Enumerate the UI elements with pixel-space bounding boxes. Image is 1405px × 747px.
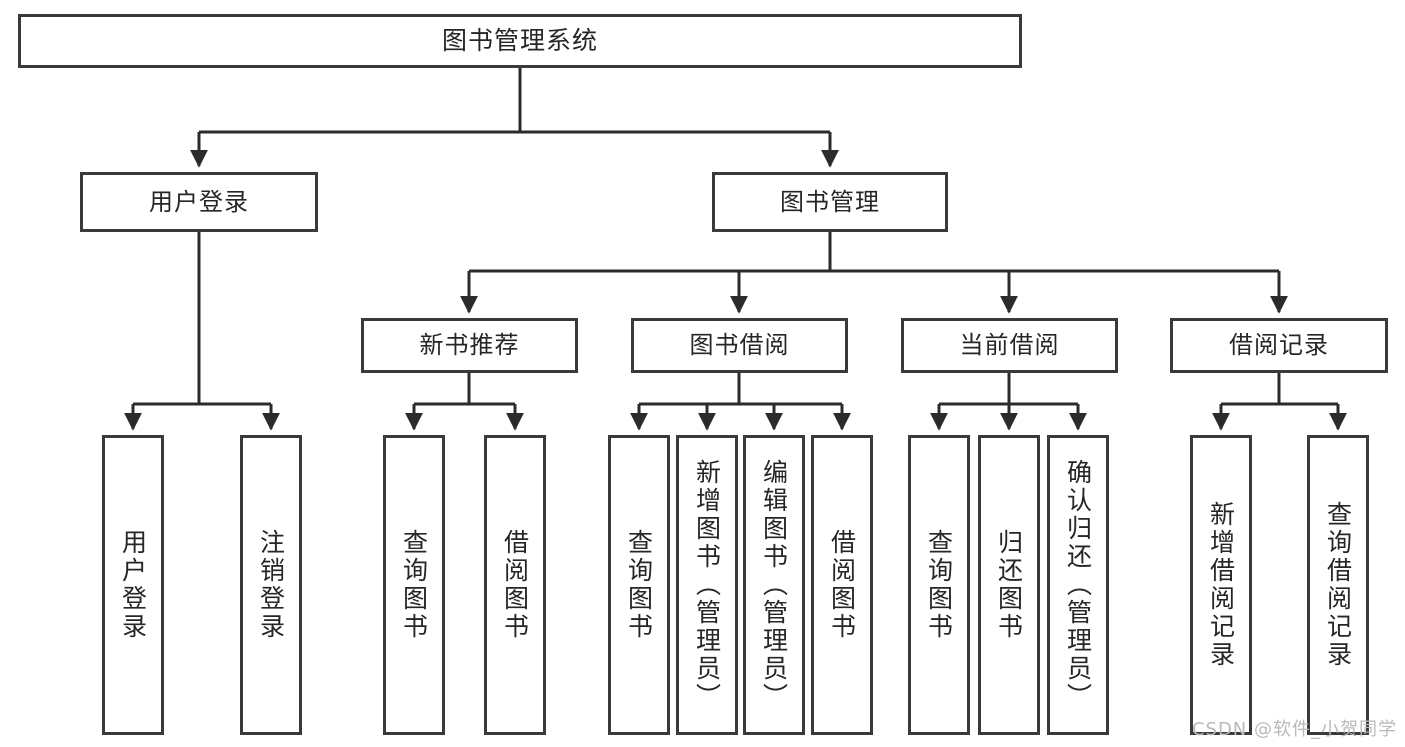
leaf-query-book-3-label: 查询图书: [924, 529, 954, 641]
leaf-edit-book[interactable]: 编辑图书（管理员）: [743, 435, 805, 735]
leaf-add-record[interactable]: 新增借阅记录: [1190, 435, 1252, 735]
node-user-login-label: 用户登录: [149, 187, 249, 216]
node-new-book-recommend[interactable]: 新书推荐: [361, 318, 578, 373]
node-borrow-record-label: 借阅记录: [1229, 331, 1329, 360]
node-borrow-record[interactable]: 借阅记录: [1170, 318, 1388, 373]
leaf-borrow-book-2[interactable]: 借阅图书: [811, 435, 873, 735]
node-book-borrow-label: 图书借阅: [689, 331, 790, 360]
node-user-login[interactable]: 用户登录: [80, 172, 318, 232]
leaf-query-record-label: 查询借阅记录: [1323, 501, 1353, 669]
node-book-manage[interactable]: 图书管理: [712, 172, 948, 232]
node-book-manage-label: 图书管理: [780, 187, 880, 216]
node-current-borrow[interactable]: 当前借阅: [901, 318, 1118, 373]
leaf-query-book-2-label: 查询图书: [624, 529, 654, 641]
leaf-user-login-label: 用户登录: [118, 529, 148, 641]
node-current-borrow-label: 当前借阅: [959, 331, 1060, 360]
leaf-query-book-3[interactable]: 查询图书: [908, 435, 970, 735]
leaf-borrow-book-1[interactable]: 借阅图书: [484, 435, 546, 735]
node-book-borrow[interactable]: 图书借阅: [631, 318, 848, 373]
leaf-logout[interactable]: 注销登录: [240, 435, 302, 735]
leaf-user-login[interactable]: 用户登录: [102, 435, 164, 735]
leaf-query-book-1[interactable]: 查询图书: [383, 435, 445, 735]
node-new-book-recommend-label: 新书推荐: [419, 331, 520, 360]
leaf-confirm-return-label: 确认归还（管理员）: [1063, 459, 1093, 711]
node-root[interactable]: 图书管理系统: [18, 14, 1022, 68]
node-root-label: 图书管理系统: [441, 26, 598, 56]
leaf-borrow-book-1-label: 借阅图书: [500, 529, 530, 641]
leaf-query-record[interactable]: 查询借阅记录: [1307, 435, 1369, 735]
leaf-return-book-label: 归还图书: [994, 529, 1024, 641]
leaf-add-book[interactable]: 新增图书（管理员）: [676, 435, 738, 735]
leaf-edit-book-label: 编辑图书（管理员）: [759, 459, 789, 711]
leaf-add-record-label: 新增借阅记录: [1206, 501, 1236, 669]
leaf-query-book-1-label: 查询图书: [399, 529, 429, 641]
leaf-query-book-2[interactable]: 查询图书: [608, 435, 670, 735]
leaf-return-book[interactable]: 归还图书: [978, 435, 1040, 735]
leaf-add-book-label: 新增图书（管理员）: [692, 459, 722, 711]
leaf-confirm-return[interactable]: 确认归还（管理员）: [1047, 435, 1109, 735]
leaf-borrow-book-2-label: 借阅图书: [827, 529, 857, 641]
leaf-logout-label: 注销登录: [256, 529, 286, 641]
